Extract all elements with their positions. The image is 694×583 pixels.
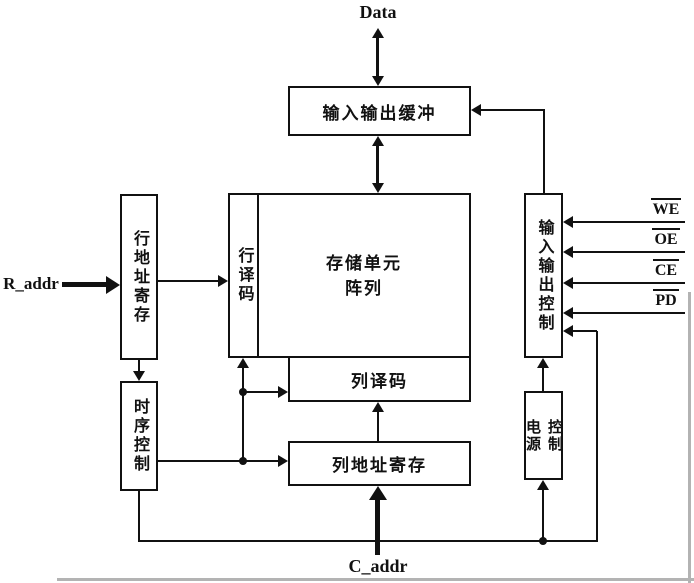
wire-column-address-input xyxy=(375,499,380,555)
memory-cell-array-label: 存储单元 阵列 xyxy=(326,251,402,301)
arrowhead-into-iocontrol-bottom-icon xyxy=(537,358,549,368)
data-bus-label: Data xyxy=(359,2,397,22)
arrowhead-into-io-buffer-right-icon xyxy=(471,104,481,116)
oe-text: OE xyxy=(652,228,680,248)
column-address-register-box: 列地址寄存 xyxy=(288,441,471,486)
wire-colregister-to-coldecoder xyxy=(377,411,379,441)
power-control-label-col2: 控制 xyxy=(546,418,562,453)
wire-bottom-bus xyxy=(138,540,598,542)
column-address-label: C_addr xyxy=(348,556,408,576)
wire-iocontrol-to-buffer xyxy=(481,109,545,111)
pd-signal-label: PD xyxy=(644,289,688,310)
arrowhead-into-timing-icon xyxy=(133,371,145,381)
pd-text: PD xyxy=(653,289,679,309)
arrowhead-oe-icon xyxy=(563,246,573,258)
arrowhead-data-up-icon xyxy=(372,28,384,38)
wire-bottom-up-right xyxy=(596,331,598,542)
wire-data-bus xyxy=(376,37,379,78)
wire-branch-to-column-decoder xyxy=(243,391,278,393)
column-address-register-label: 列地址寄存 xyxy=(332,456,427,475)
arrowhead-into-row-decoder-bottom-icon xyxy=(237,358,249,368)
we-signal-label: WE xyxy=(644,198,688,219)
wire-pd-signal xyxy=(573,312,685,314)
wire-timing-to-column-register xyxy=(158,460,278,462)
ce-text: CE xyxy=(652,259,680,279)
oe-signal-label: OE xyxy=(644,228,688,249)
row-address-register-box: 行地址寄存 xyxy=(120,194,158,360)
wire-register-to-timing xyxy=(138,360,140,372)
scan-artifact-bottom xyxy=(57,578,694,581)
junction-dot-icon xyxy=(539,537,547,545)
timing-control-box: 时序控制 xyxy=(120,381,158,491)
column-decoder-box: 列译码 xyxy=(288,356,471,402)
wire-ce-signal xyxy=(573,282,685,284)
timing-control-label: 时序控制 xyxy=(131,398,148,474)
arrowhead-into-power-control-icon xyxy=(537,480,549,490)
memory-cell-array-line1: 存储单元 xyxy=(326,253,402,273)
io-control-box: 输入输出控制 xyxy=(524,193,563,358)
arrowhead-ce-icon xyxy=(563,277,573,289)
arrowhead-into-column-register-bottom-icon xyxy=(369,486,387,500)
row-address-label: R_addr xyxy=(3,274,59,293)
arrowhead-into-column-decoder-icon xyxy=(278,386,288,398)
arrowhead-into-column-decoder-bottom-icon xyxy=(372,402,384,412)
wire-timing-branch-vertical xyxy=(242,367,244,462)
wire-iocontrol-up xyxy=(543,109,545,193)
scan-artifact-right xyxy=(688,292,691,583)
arrowhead-into-row-decoder-icon xyxy=(218,275,228,287)
power-control-box: 电源 控制 xyxy=(524,391,563,480)
wire-to-power-control xyxy=(542,490,544,542)
arrowhead-into-io-buffer-icon xyxy=(372,136,384,146)
arrowhead-we-icon xyxy=(563,216,573,228)
wire-oe-signal xyxy=(573,251,685,253)
wire-into-iocontrol-low xyxy=(573,330,597,332)
wire-timing-down xyxy=(138,491,140,542)
io-buffer-label: 输入输出缓冲 xyxy=(322,103,437,123)
arrowhead-into-row-register-icon xyxy=(106,276,120,294)
arrowhead-into-iocontrol-low-icon xyxy=(563,325,573,337)
wire-register-to-row-decoder xyxy=(158,280,220,282)
wire-we-signal xyxy=(573,221,685,223)
memory-cell-array-line2: 阵列 xyxy=(345,278,383,298)
row-address-register-label: 行地址寄存 xyxy=(131,229,148,325)
ce-signal-label: CE xyxy=(644,259,688,280)
arrowhead-into-column-register-icon xyxy=(278,455,288,467)
we-text: WE xyxy=(650,198,682,218)
row-decoder-box: 行译码 xyxy=(228,193,259,358)
io-buffer-box: 输入输出缓冲 xyxy=(288,86,471,136)
arrowhead-into-array-icon xyxy=(372,183,384,193)
wire-buffer-array xyxy=(376,145,379,185)
wire-row-address-input xyxy=(62,282,108,287)
memory-cell-array-box: 存储单元 阵列 xyxy=(257,193,471,358)
row-decoder-label: 行译码 xyxy=(235,247,253,304)
power-control-label-col1: 电源 xyxy=(524,418,540,453)
arrowhead-pd-icon xyxy=(563,307,573,319)
wire-power-to-iocontrol xyxy=(542,368,544,391)
io-control-label: 输入输出控制 xyxy=(535,218,553,333)
arrowhead-data-into-io-buffer-icon xyxy=(372,76,384,86)
column-decoder-label: 列译码 xyxy=(351,371,408,391)
